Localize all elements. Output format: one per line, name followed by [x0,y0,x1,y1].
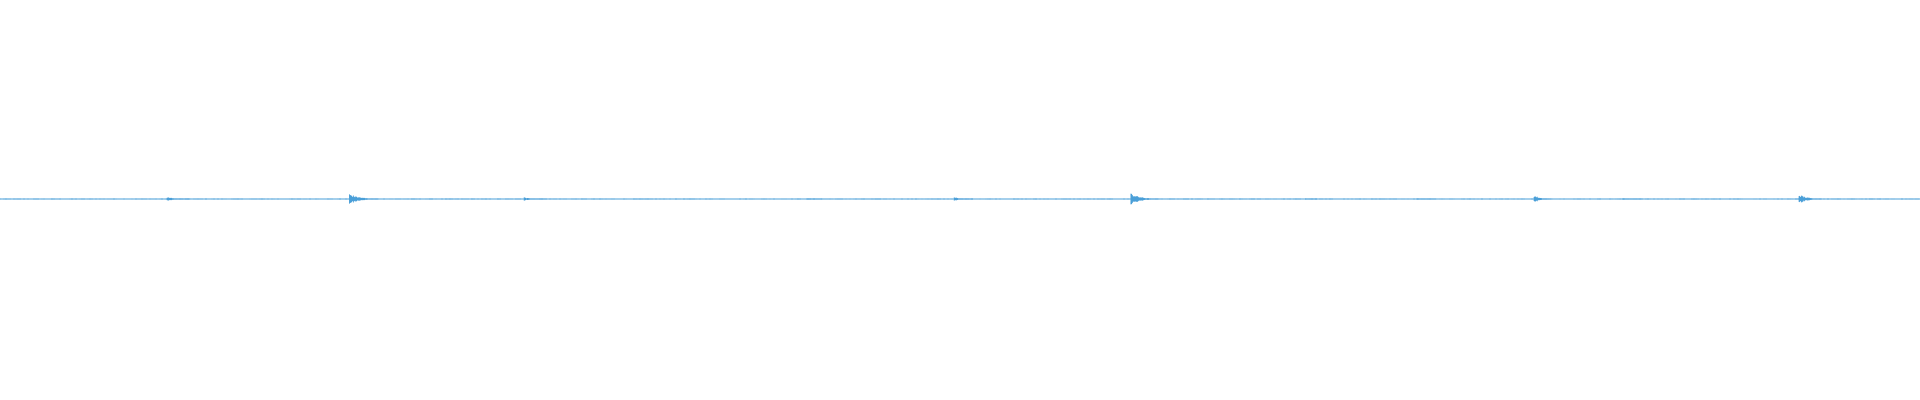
waveform-burst [166,197,190,201]
waveform-burst [1622,198,1642,200]
waveform-burst [1533,196,1552,202]
waveform-noise [0,198,1919,200]
waveform-burst [1798,195,1822,203]
waveform-burst [349,194,378,204]
waveform-burst [523,197,547,201]
waveform-burst [953,197,974,201]
waveform-burst [1416,198,1436,200]
waveform-burst [1305,198,1318,200]
waveform-burst [806,198,822,200]
waveform-burst [1130,193,1158,205]
